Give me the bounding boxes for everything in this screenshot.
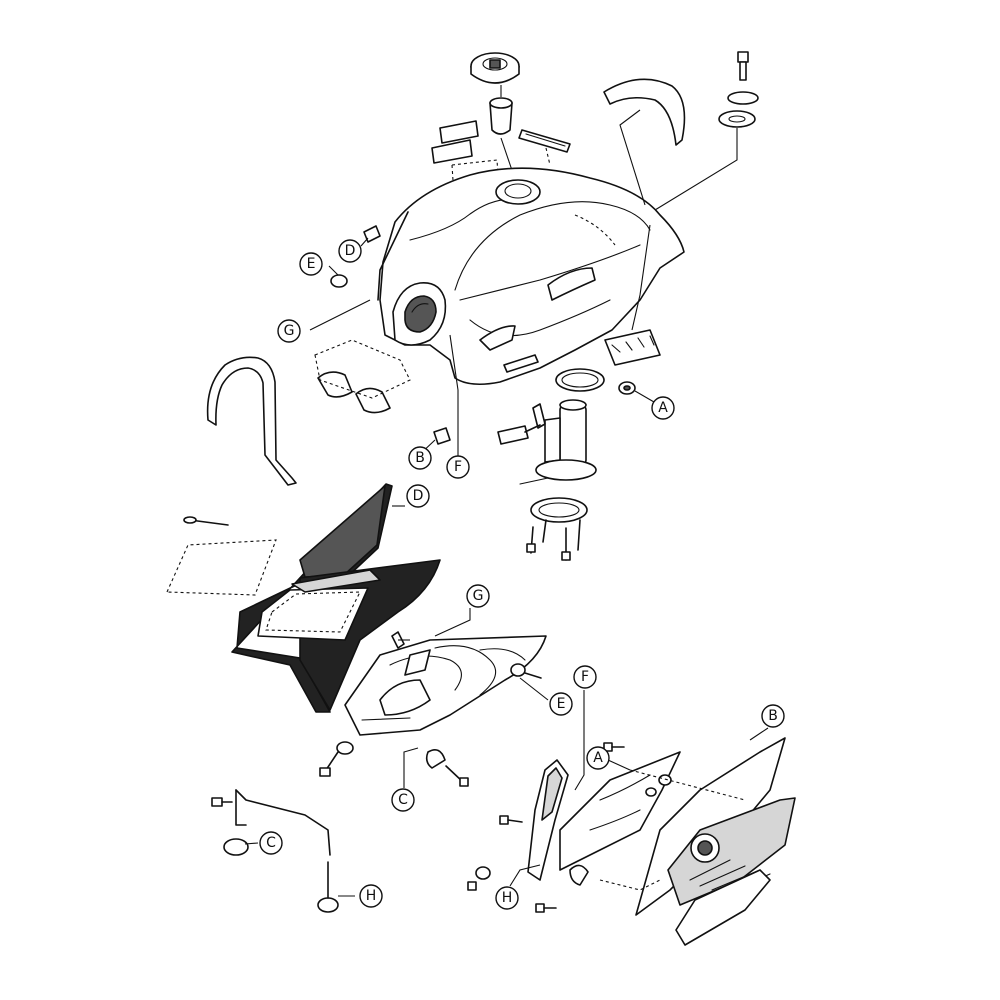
tank-bolt-top-right (718, 51, 759, 128)
svg-text:B: B (768, 708, 778, 724)
grommet-a (618, 381, 636, 395)
callout-b-bottom: B (761, 704, 785, 728)
filler-neck-insert (489, 97, 513, 135)
tank-emblem (518, 129, 571, 153)
small-rubber-b (433, 427, 451, 445)
grommet-e-mid (510, 663, 542, 679)
tank-front-loop-guard (206, 356, 297, 486)
shroud-clip-g (391, 631, 410, 649)
svg-text:C: C (398, 792, 408, 808)
fuel-cap (470, 52, 520, 84)
fuel-pump-assembly (497, 399, 597, 485)
shroud-bolts-c (319, 741, 469, 787)
fuel-tank (379, 167, 685, 386)
radiator-shroud-left (231, 483, 441, 713)
callout-a-bottom: A (586, 746, 610, 770)
callout-d-top: D (338, 239, 362, 263)
callout-g-mid: G (466, 584, 490, 608)
tank-rear-bracket (604, 329, 661, 366)
svg-text:B: B (415, 450, 425, 466)
rear-tank-cover (603, 78, 686, 146)
grommet-e-top (330, 274, 348, 288)
svg-text:G: G (284, 323, 295, 339)
pump-retaining-plate (530, 497, 588, 523)
svg-text:F: F (454, 459, 462, 475)
callout-g-top: G (277, 319, 301, 343)
callout-c-bottom: C (259, 831, 283, 855)
svg-text:G: G (473, 588, 484, 604)
svg-text:A: A (658, 400, 668, 416)
svg-text:F: F (581, 669, 589, 685)
callout-a-top: A (651, 396, 675, 420)
callout-e-top: E (299, 252, 323, 276)
mounting-stay (211, 789, 339, 913)
svg-text:D: D (345, 243, 356, 259)
svg-text:D: D (413, 488, 424, 504)
side-cover-decal-sheet (166, 516, 277, 596)
callout-b-top: B (408, 446, 432, 470)
callout-h-bottom-left: H (359, 884, 383, 908)
callout-c-mid: C (391, 788, 415, 812)
radiator-shroud-inner (344, 635, 547, 736)
tank-side-panel-middle (559, 751, 681, 871)
tank-front-mount-opening (392, 282, 447, 346)
svg-text:A: A (593, 750, 603, 766)
svg-text:E: E (307, 256, 316, 272)
svg-text:H: H (502, 890, 513, 906)
tank-side-panel-outer (635, 737, 796, 946)
rubber-plugs (314, 339, 411, 414)
callout-h-bottom-right: H (495, 886, 519, 910)
callout-d-mid: D (406, 484, 430, 508)
callout-e-mid: E (549, 692, 573, 716)
svg-text:E: E (557, 696, 566, 712)
svg-text:H: H (366, 888, 377, 904)
svg-text:C: C (266, 835, 276, 851)
tank-side-panel-inner (527, 759, 569, 881)
side-panel-screws (467, 742, 625, 913)
fuel-pump-gasket (555, 368, 605, 392)
callout-f-bottom: F (573, 665, 597, 689)
callout-f-top: F (446, 455, 470, 479)
pump-bolts (526, 519, 581, 561)
